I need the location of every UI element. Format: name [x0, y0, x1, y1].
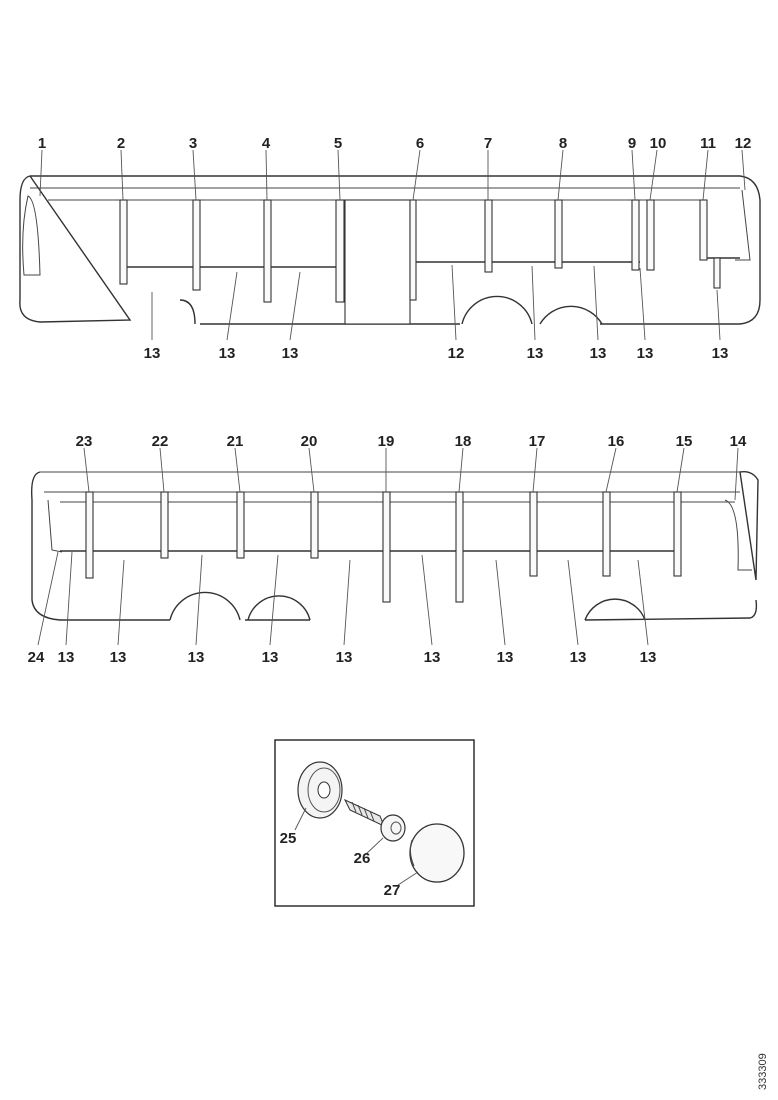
callout-13: 13 [110, 649, 127, 666]
bottom-lower-callouts: 24 13 13 13 13 13 13 13 13 13 [28, 649, 657, 666]
bottom-bus-view: 23 22 21 20 19 18 17 16 15 14 24 13 13 1… [28, 433, 759, 666]
callout-21: 21 [227, 433, 244, 450]
callout-7: 7 [484, 135, 492, 152]
callout-20: 20 [301, 433, 318, 450]
callout-13: 13 [262, 649, 279, 666]
callout-6: 6 [416, 135, 424, 152]
callout-19: 19 [378, 433, 395, 450]
drawing-code: 333309 [757, 1053, 769, 1090]
callout-14: 14 [730, 433, 747, 450]
callout-13: 13 [58, 649, 75, 666]
callout-13: 13 [219, 345, 236, 362]
callout-22: 22 [152, 433, 169, 450]
callout-25: 25 [280, 830, 297, 847]
callout-8: 8 [559, 135, 567, 152]
callout-2: 2 [117, 135, 125, 152]
callout-13: 13 [640, 649, 657, 666]
callout-13: 13 [424, 649, 441, 666]
fastener-detail-box: 25 26 27 [274, 739, 475, 907]
callout-18: 18 [455, 433, 472, 450]
callout-24: 24 [28, 649, 45, 666]
callout-15: 15 [676, 433, 693, 450]
bottom-lower-leaders [37, 551, 649, 646]
bottom-upper-callouts: 23 22 21 20 19 18 17 16 15 14 [76, 433, 747, 450]
callout-10: 10 [650, 135, 667, 152]
callout-26: 26 [354, 850, 371, 867]
top-bus-view: 1 2 3 4 5 6 7 8 9 10 11 12 13 13 13 12 1… [19, 135, 761, 362]
callout-13: 13 [497, 649, 514, 666]
callout-13: 13 [712, 345, 729, 362]
top-lower-callouts: 13 13 13 12 13 13 13 13 [144, 345, 729, 362]
callout-16: 16 [608, 433, 625, 450]
callout-13: 13 [282, 345, 299, 362]
callout-11: 11 [700, 135, 716, 152]
callout-13: 13 [590, 345, 607, 362]
callout-3: 3 [189, 135, 197, 152]
callout-13: 13 [570, 649, 587, 666]
callout-1: 1 [38, 135, 46, 152]
top-lower-leaders [151, 264, 721, 341]
callout-5: 5 [334, 135, 342, 152]
callout-4: 4 [262, 135, 271, 152]
callout-9: 9 [628, 135, 636, 152]
top-upper-leaders [39, 149, 746, 201]
callout-13: 13 [527, 345, 544, 362]
callout-17: 17 [529, 433, 546, 450]
cover-cap-part [409, 823, 465, 883]
callout-13: 13 [637, 345, 654, 362]
top-upper-callouts: 1 2 3 4 5 6 7 8 9 10 11 12 [38, 135, 752, 152]
screw-part [343, 798, 406, 842]
callout-13: 13 [144, 345, 161, 362]
callout-27: 27 [384, 882, 401, 899]
base-plate-part [297, 761, 343, 819]
callout-13: 13 [336, 649, 353, 666]
callout-12: 12 [735, 135, 752, 152]
callout-23: 23 [76, 433, 93, 450]
bottom-upper-leaders [83, 447, 739, 501]
callout-13: 13 [188, 649, 205, 666]
callout-12: 12 [448, 345, 465, 362]
